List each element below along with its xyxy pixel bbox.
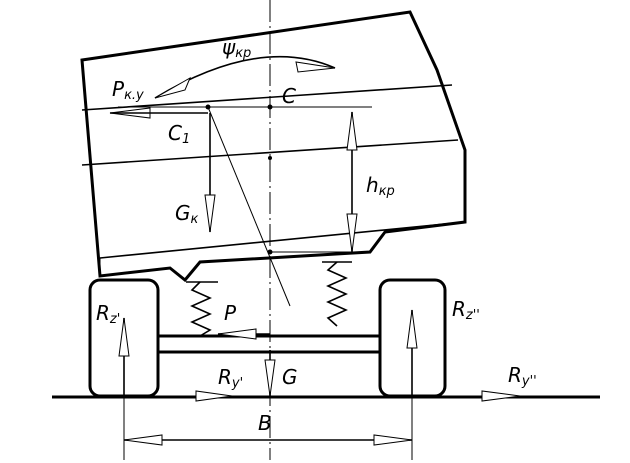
label-c: C — [282, 84, 296, 108]
label-psi-kp: ψкр — [222, 35, 251, 61]
c-point — [267, 104, 273, 110]
centerline-point — [268, 156, 272, 160]
label-r-z2: Rz'' — [452, 297, 480, 323]
label-r-z1: Rz' — [96, 301, 120, 327]
hkp-arrow-top — [346, 111, 358, 151]
p-arrow-head — [217, 328, 257, 340]
label-g: G — [282, 365, 298, 389]
gk-arrow-head — [204, 194, 216, 233]
b-arrow-right — [373, 434, 413, 446]
body-line-upper — [81, 84, 453, 111]
rz2-arrow-head — [406, 309, 418, 349]
roll-arc-head-left — [154, 76, 192, 99]
left-spring — [190, 281, 212, 337]
label-h-kp: hкр — [366, 173, 395, 199]
vehicle-body — [80, 10, 467, 283]
label-r-y1: Ry' — [218, 365, 243, 391]
b-arrow-left — [123, 434, 163, 446]
ry1-arrow-head — [195, 390, 233, 402]
tilted-axis — [207, 106, 291, 307]
rz1-arrow-head — [118, 317, 130, 357]
roll-arc-head-right — [295, 61, 336, 73]
label-p-ky: Pк.у — [112, 77, 144, 103]
g-arrow-head — [264, 359, 276, 397]
label-p: P — [224, 301, 237, 325]
label-b: B — [258, 411, 272, 435]
hkp-arrow-bottom — [346, 213, 358, 253]
body-line-lower — [99, 221, 466, 259]
ry2-arrow-head — [481, 390, 521, 402]
label-c1: C1 — [168, 121, 190, 147]
roll-arc — [154, 55, 336, 99]
label-g-k: Gк — [175, 201, 199, 227]
label-r-y2: Ry'' — [508, 363, 537, 389]
right-spring — [326, 261, 348, 327]
body-line-middle — [81, 139, 459, 166]
